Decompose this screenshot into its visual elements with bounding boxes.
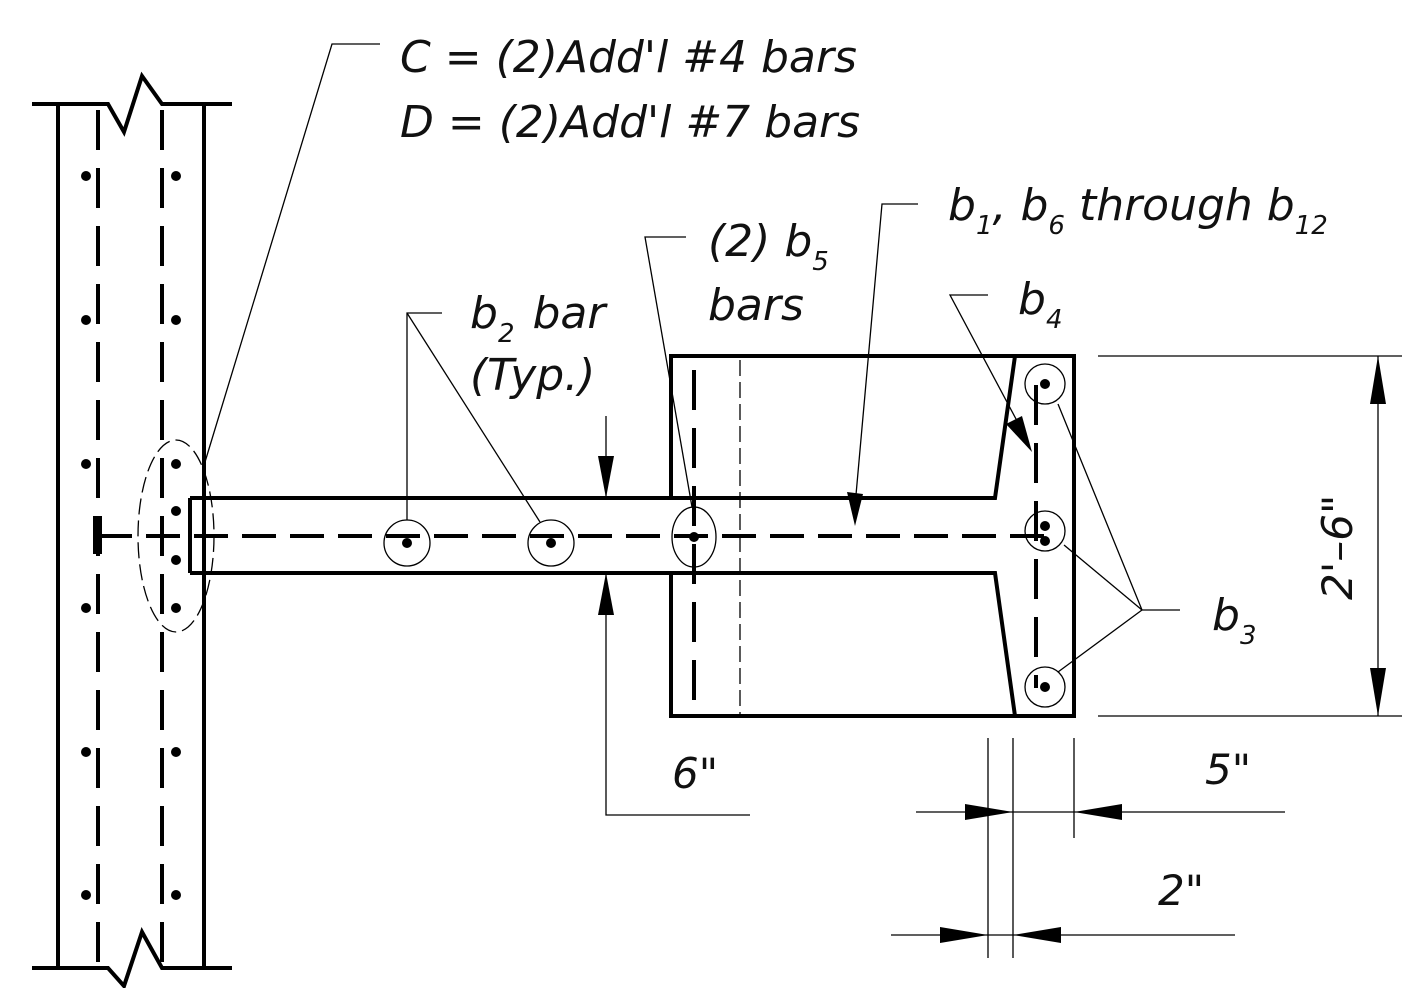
b2-bar-circle-2 xyxy=(527,519,575,567)
dim-height-bottom-arrow xyxy=(1370,668,1386,716)
dim-5-right-arrow xyxy=(1074,804,1122,820)
dim-5-label: 5" xyxy=(1205,745,1251,794)
bottom-haunch xyxy=(990,571,1017,717)
b5-bars-label: bars xyxy=(708,280,804,331)
wall-section xyxy=(32,71,232,988)
wall-bottom-break-line xyxy=(32,927,232,988)
dimension-lines xyxy=(598,355,1402,958)
wall-added-bar-mark xyxy=(93,516,102,554)
dim-6-label: 6" xyxy=(672,749,718,798)
b3-label: b3 xyxy=(1212,590,1256,651)
beam-section xyxy=(669,354,1076,718)
cd-note-leader xyxy=(204,43,380,463)
b3-leader-top xyxy=(1057,403,1180,611)
b1-leader-arrow xyxy=(847,492,863,526)
b3-bar-middle xyxy=(1024,510,1066,552)
note-line-d: D = (2)Add'l #7 bars xyxy=(400,97,860,148)
dim-2-label: 2" xyxy=(1158,866,1204,915)
dim-2-left-arrow xyxy=(940,927,988,943)
b1-leader xyxy=(854,203,918,507)
b3-leader-bottom xyxy=(1057,609,1143,673)
dim-6-leader xyxy=(605,573,750,816)
b2-leader-1 xyxy=(406,312,442,520)
b5-leader xyxy=(644,236,693,508)
b5-label: (2) b5 xyxy=(708,216,829,277)
b4-leader-arrow xyxy=(1006,416,1032,452)
beam-outline xyxy=(669,354,1076,718)
leader-lines xyxy=(204,43,1180,673)
typ-label: (Typ.) xyxy=(470,350,595,401)
dim-2-right-arrow xyxy=(1013,927,1061,943)
dim-5-left-arrow xyxy=(965,804,1013,820)
annotations: C = (2)Add'l #4 bars D = (2)Add'l #7 bar… xyxy=(400,32,1362,915)
dim-height-label: 2'–6" xyxy=(1313,495,1362,600)
b3-bar-top xyxy=(1024,363,1066,405)
note-line-c: C = (2)Add'l #4 bars xyxy=(400,32,857,83)
b3-leader-middle xyxy=(1063,544,1143,611)
b3-bar-bottom xyxy=(1024,666,1066,708)
wall-horizontal-bars xyxy=(81,171,181,900)
b5-bar-ellipse xyxy=(671,506,717,568)
b2-leader-2 xyxy=(406,312,541,523)
dim-height-top-arrow xyxy=(1370,356,1386,404)
slab-stem xyxy=(98,355,1048,717)
wall-top-break-line xyxy=(32,71,232,137)
dim-6-top-arrow xyxy=(598,456,614,498)
b4-label: b4 xyxy=(1018,274,1062,335)
b4-leader xyxy=(948,294,1025,435)
